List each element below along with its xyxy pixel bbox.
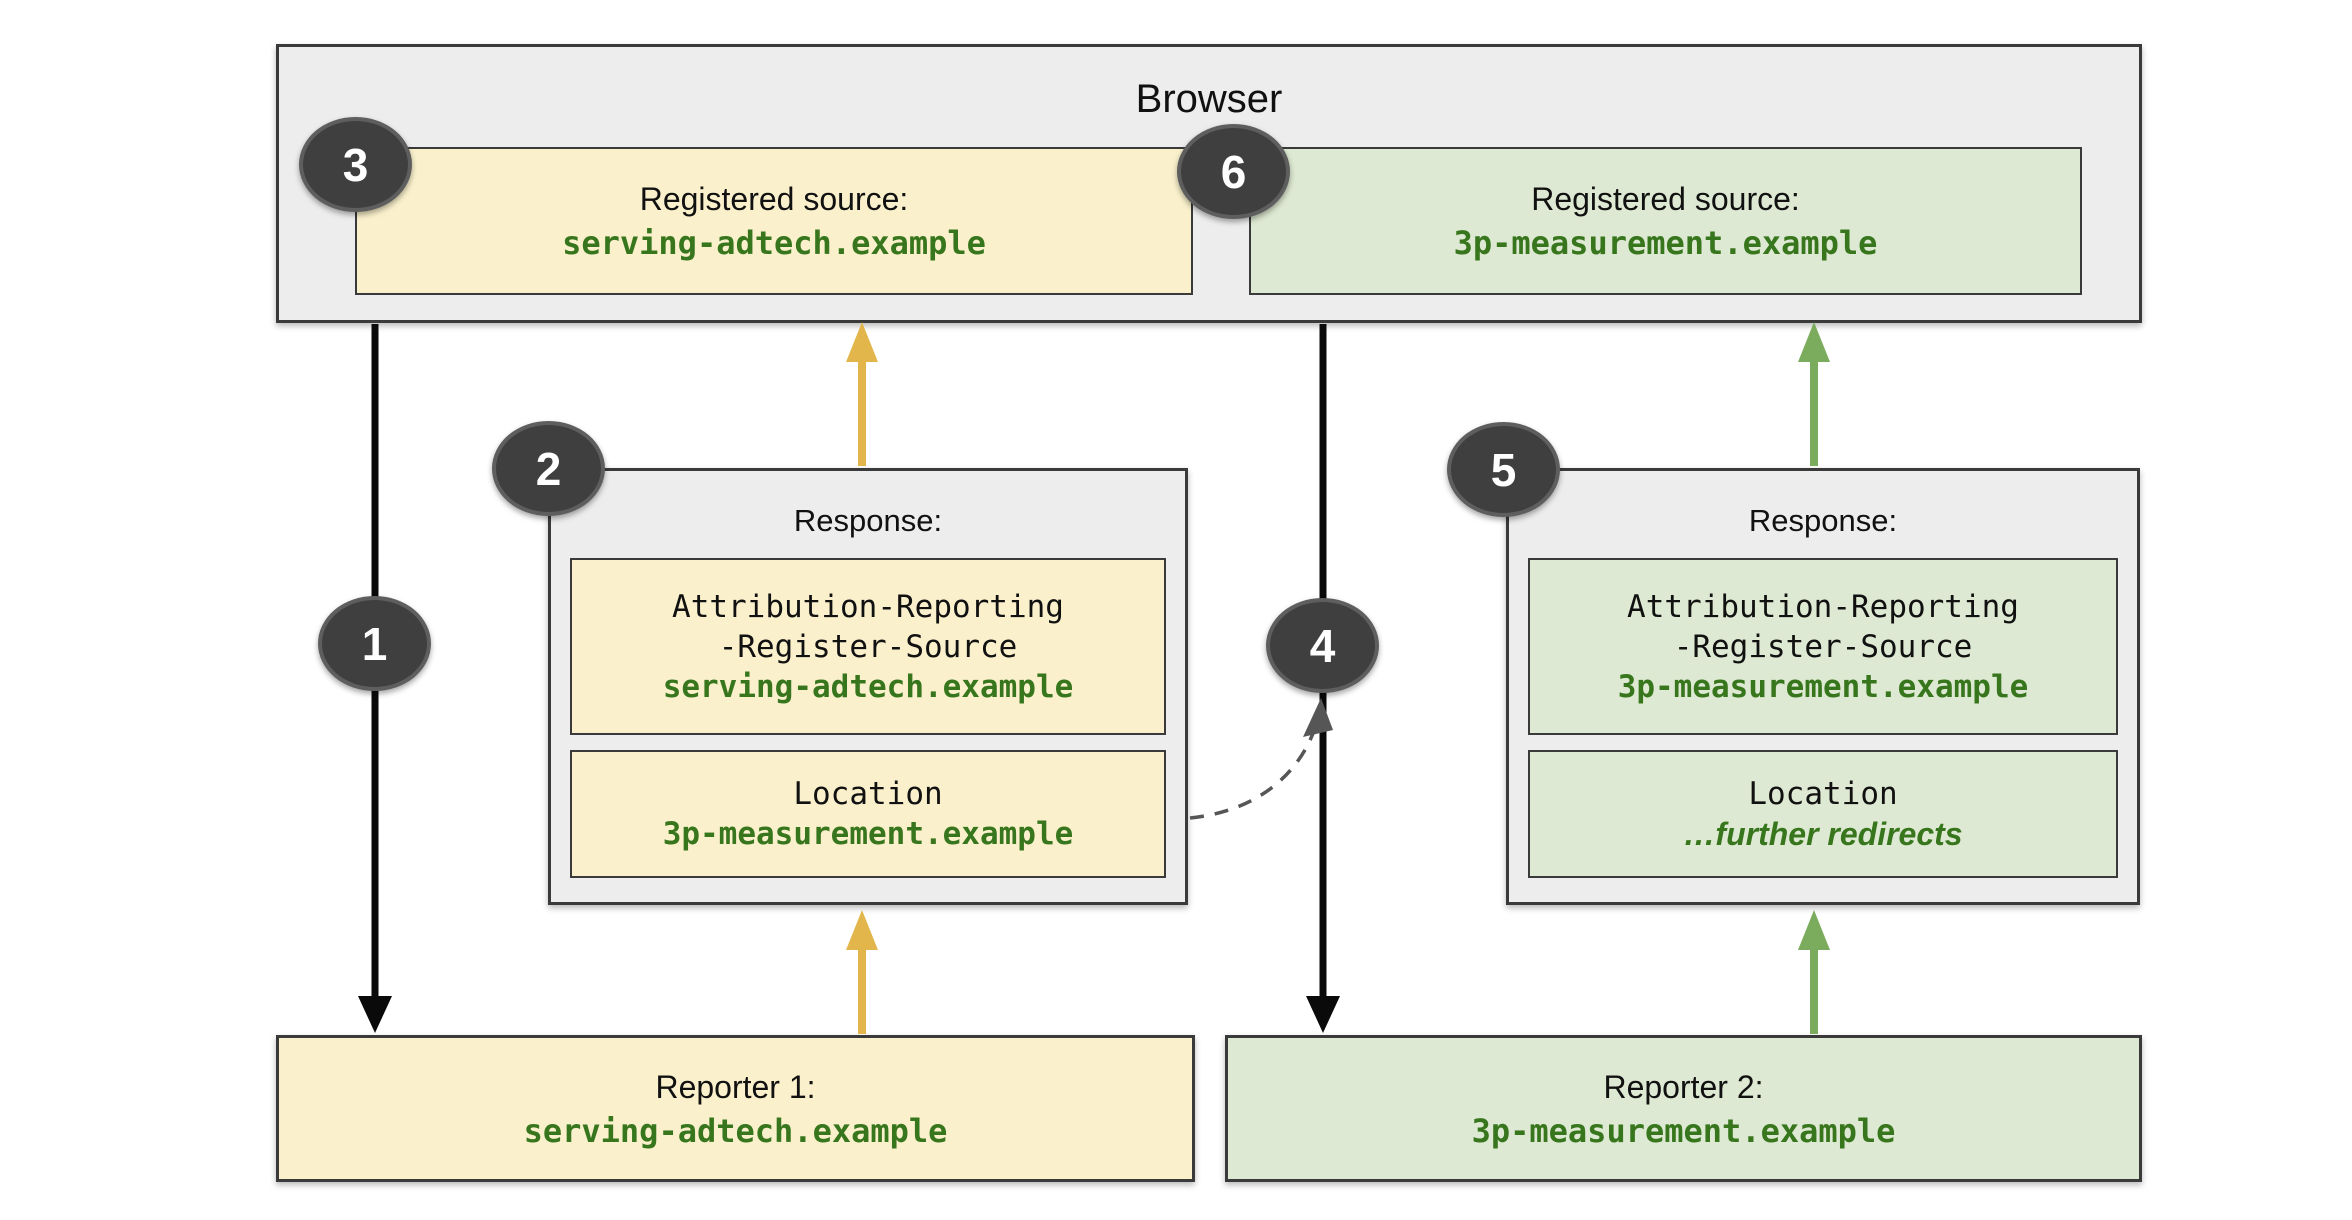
step-badge-4: 4 — [1266, 598, 1379, 693]
reporter-2-domain: 3p-measurement.example — [1471, 1111, 1896, 1150]
response-2-register-source-header: Attribution-Reporting -Register-Source 3… — [1528, 558, 2118, 735]
step-badge-3: 3 — [299, 117, 412, 212]
step-badge-5: 5 — [1447, 422, 1560, 517]
header-name-line: Location — [793, 776, 943, 812]
response-1-register-source-header: Attribution-Reporting -Register-Source s… — [570, 558, 1166, 735]
reporter-1-box: Reporter 1: serving-adtech.example — [276, 1035, 1195, 1182]
step-badge-1: 1 — [318, 596, 431, 691]
header-value: …further redirects — [1683, 816, 1963, 852]
header-name-line: -Register-Source — [718, 628, 1018, 665]
header-name-line: Attribution-Reporting — [672, 588, 1064, 625]
response-1-location-header: Location 3p-measurement.example — [570, 750, 1166, 878]
header-value: 3p-measurement.example — [662, 816, 1074, 852]
response-2-location-header: Location …further redirects — [1528, 750, 2118, 878]
reporter-2-box: Reporter 2: 3p-measurement.example — [1225, 1035, 2142, 1182]
dashed-arrow-location-to-step-4 — [1189, 698, 1333, 820]
green-arrow-reporter-2-to-response-2 — [1798, 910, 1830, 1034]
registered-source-1-domain: serving-adtech.example — [562, 224, 986, 262]
reporter-1-domain: serving-adtech.example — [523, 1111, 948, 1150]
step-badge-6: 6 — [1177, 124, 1290, 219]
header-value: serving-adtech.example — [662, 668, 1074, 705]
green-arrow-response-2-to-browser — [1798, 322, 1830, 466]
registered-source-2-box: Registered source: 3p-measurement.exampl… — [1249, 147, 2082, 295]
step-badge-2: 2 — [492, 421, 605, 516]
header-value: 3p-measurement.example — [1617, 668, 2029, 705]
registered-source-2-domain: 3p-measurement.example — [1453, 224, 1878, 262]
yellow-arrow-response-1-to-browser — [846, 322, 878, 466]
registered-source-1-box: Registered source: serving-adtech.exampl… — [355, 147, 1193, 295]
reporter-1-label: Reporter 1: — [655, 1068, 816, 1105]
header-name-line: Location — [1748, 776, 1898, 812]
yellow-arrow-reporter-1-to-response-1 — [846, 910, 878, 1034]
header-name-line: Attribution-Reporting — [1627, 588, 2019, 625]
registered-source-1-label: Registered source: — [639, 181, 909, 217]
header-name-line: -Register-Source — [1673, 628, 1973, 665]
registered-source-2-label: Registered source: — [1531, 181, 1800, 217]
response-2-title: Response: — [1748, 503, 1898, 538]
reporter-2-label: Reporter 2: — [1603, 1068, 1764, 1105]
browser-title: Browser — [1135, 77, 1283, 121]
response-1-title: Response: — [793, 503, 943, 538]
